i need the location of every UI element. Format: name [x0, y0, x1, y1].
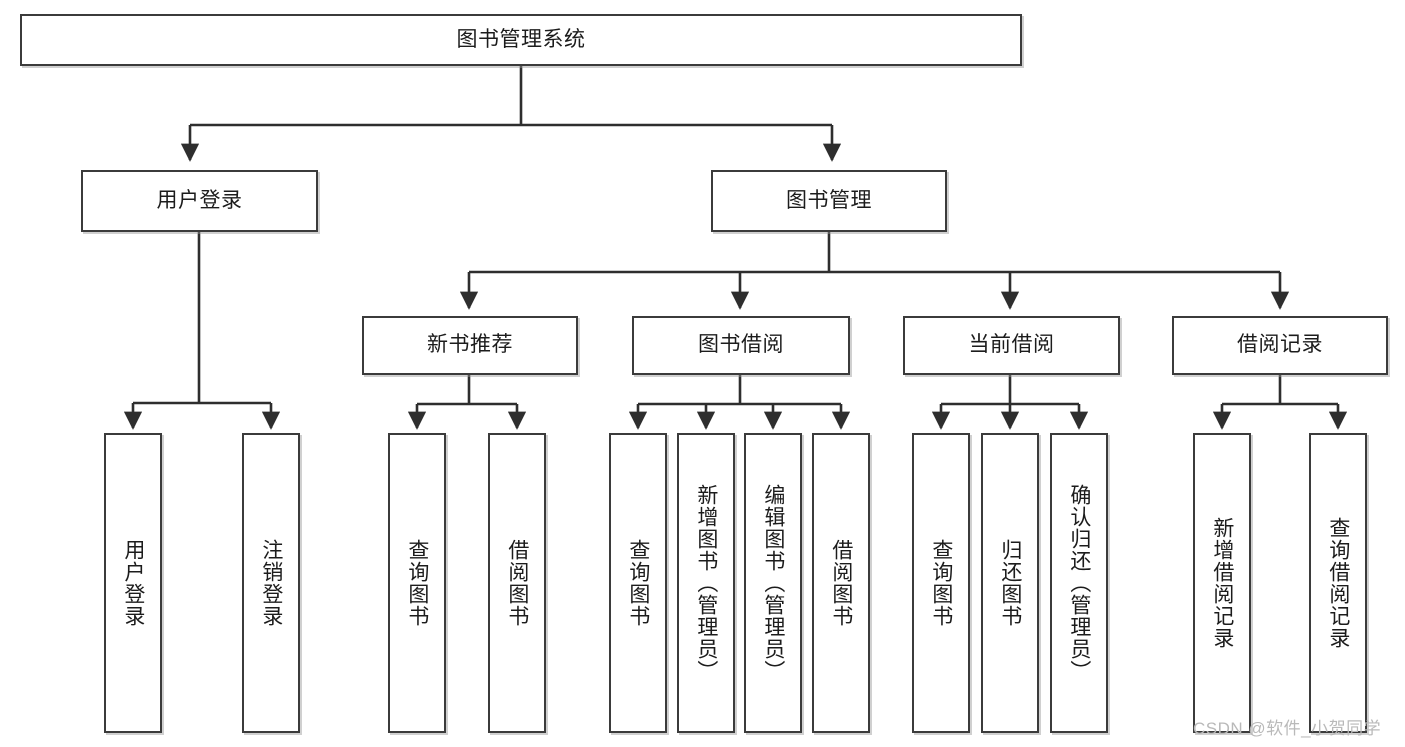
watermark-text: CSDN @软件_小贺同学 — [1193, 719, 1382, 738]
node-new-book-recommend-label: 新书推荐 — [427, 333, 513, 357]
leaf-borrow-add-book-label: 新增图书（管理员） — [694, 484, 718, 682]
leaf-current-query-book[interactable]: 查询图书 — [912, 433, 970, 733]
leaf-new-book-query[interactable]: 查询图书 — [388, 433, 446, 733]
leaf-borrow-edit-book[interactable]: 编辑图书（管理员） — [744, 433, 802, 733]
leaf-record-add-label: 新增借阅记录 — [1210, 517, 1234, 649]
leaf-current-return-book-label: 归还图书 — [998, 539, 1022, 627]
node-user-login[interactable]: 用户登录 — [81, 170, 318, 232]
leaf-current-query-book-label: 查询图书 — [929, 539, 953, 627]
leaf-record-query[interactable]: 查询借阅记录 — [1309, 433, 1367, 733]
leaf-record-query-label: 查询借阅记录 — [1326, 517, 1350, 649]
node-book-management[interactable]: 图书管理 — [711, 170, 947, 232]
leaf-borrow-add-book[interactable]: 新增图书（管理员） — [677, 433, 735, 733]
node-current-borrow-label: 当前借阅 — [968, 333, 1055, 357]
leaf-user-login-signin[interactable]: 用户登录 — [104, 433, 162, 733]
leaf-current-confirm-return-label: 确认归还（管理员） — [1067, 484, 1091, 682]
leaf-borrow-borrow-book-label: 借阅图书 — [829, 539, 853, 627]
leaf-current-return-book[interactable]: 归还图书 — [981, 433, 1039, 733]
leaf-record-add[interactable]: 新增借阅记录 — [1193, 433, 1251, 733]
leaf-borrow-query-book-label: 查询图书 — [626, 539, 650, 627]
leaf-new-book-borrow-label: 借阅图书 — [505, 539, 529, 627]
node-borrow-record[interactable]: 借阅记录 — [1172, 316, 1388, 375]
leaf-current-confirm-return[interactable]: 确认归还（管理员） — [1050, 433, 1108, 733]
node-book-management-label: 图书管理 — [786, 188, 872, 212]
leaf-borrow-edit-book-label: 编辑图书（管理员） — [761, 484, 785, 682]
node-new-book-recommend[interactable]: 新书推荐 — [362, 316, 578, 375]
node-current-borrow[interactable]: 当前借阅 — [903, 316, 1120, 375]
leaf-new-book-borrow[interactable]: 借阅图书 — [488, 433, 546, 733]
leaf-user-login-signout-label: 注销登录 — [259, 539, 283, 627]
leaf-borrow-query-book[interactable]: 查询图书 — [609, 433, 667, 733]
leaf-borrow-borrow-book[interactable]: 借阅图书 — [812, 433, 870, 733]
node-book-borrow[interactable]: 图书借阅 — [632, 316, 850, 375]
leaf-user-login-signin-label: 用户登录 — [121, 539, 145, 627]
node-root[interactable]: 图书管理系统 — [20, 14, 1022, 66]
node-user-login-label: 用户登录 — [156, 188, 243, 212]
leaf-new-book-query-label: 查询图书 — [405, 539, 429, 627]
leaf-user-login-signout[interactable]: 注销登录 — [242, 433, 300, 733]
node-book-borrow-label: 图书借阅 — [698, 333, 784, 357]
node-borrow-record-label: 借阅记录 — [1237, 333, 1323, 357]
node-root-label: 图书管理系统 — [456, 27, 586, 51]
